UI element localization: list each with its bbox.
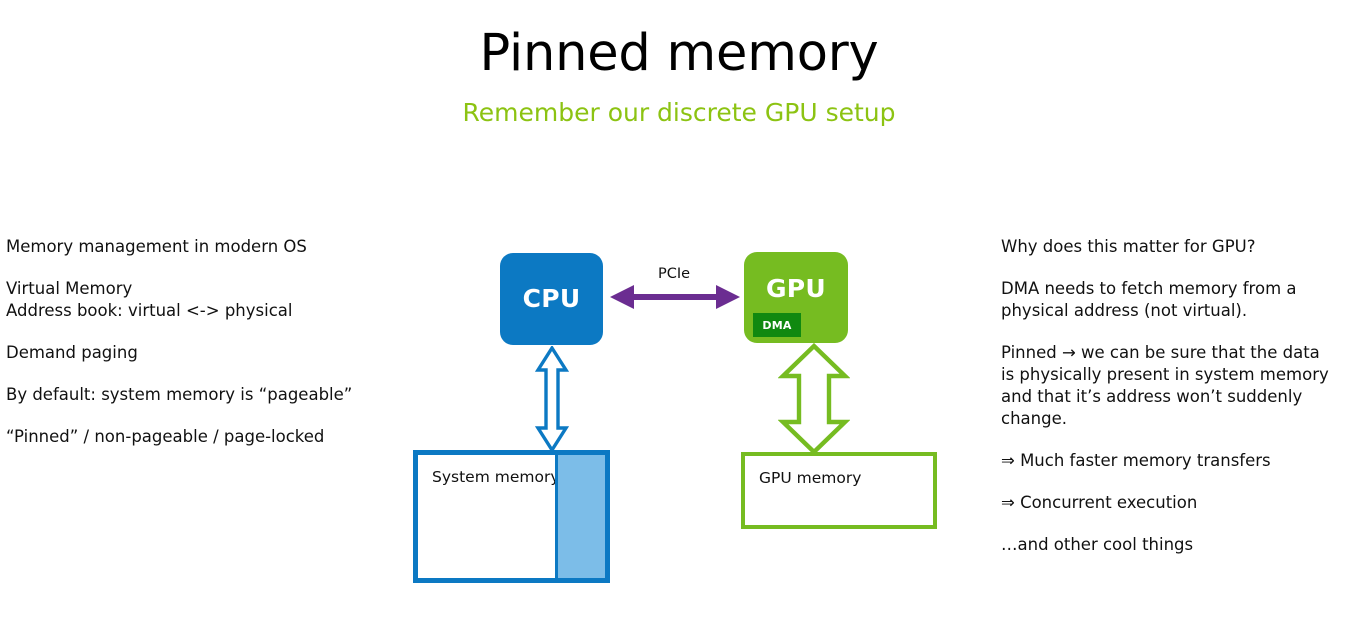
text-line: is physically present in system memory [1001, 365, 1329, 384]
text-line: …and other cool things [1001, 535, 1194, 554]
text-line: Demand paging [6, 343, 138, 362]
right-paragraph: Why does this matter for GPU? [1001, 236, 1351, 258]
gpu-memory-block[interactable]: GPU memory [741, 452, 937, 529]
left-paragraph: Virtual Memory Address book: virtual <->… [6, 278, 391, 322]
pcie-double-arrow-icon [610, 285, 740, 309]
gpu-label: GPU [765, 274, 827, 303]
right-paragraph: …and other cool things [1001, 534, 1351, 556]
text-line: Pinned → we can be sure that the data [1001, 343, 1320, 362]
gpu-memory-double-arrow-icon [778, 343, 850, 455]
text-line: “Pinned” / non-pageable / page-locked [6, 427, 325, 446]
left-text-column: Memory management in modern OS Virtual M… [6, 236, 391, 448]
cpu-label: CPU [522, 283, 581, 313]
text-line: change. [1001, 409, 1067, 428]
system-memory-block[interactable]: System memory [413, 450, 610, 583]
right-paragraph: Pinned → we can be sure that the data is… [1001, 342, 1351, 430]
page-subtitle: Remember our discrete GPU setup [462, 98, 896, 127]
text-line: By default: system memory is “pageable” [6, 385, 353, 404]
text-line: and that it’s address won’t suddenly [1001, 387, 1303, 406]
pinned-memory-region[interactable] [555, 455, 605, 578]
right-text-column: Why does this matter for GPU? DMA needs … [1001, 236, 1351, 556]
left-paragraph: Memory management in modern OS [6, 236, 391, 258]
right-paragraph: DMA needs to fetch memory from a physica… [1001, 278, 1351, 322]
right-paragraph: ⇒ Much faster memory transfers [1001, 450, 1351, 472]
left-paragraph: “Pinned” / non-pageable / page-locked [6, 426, 391, 448]
text-line: ⇒ Much faster memory transfers [1001, 451, 1271, 470]
system-memory-label: System memory [432, 468, 560, 486]
text-line: Virtual Memory [6, 279, 133, 298]
dma-label: DMA [762, 318, 792, 332]
right-paragraph: ⇒ Concurrent execution [1001, 492, 1351, 514]
page-title: Pinned memory [479, 24, 879, 83]
text-line: Memory management in modern OS [6, 237, 307, 256]
text-line: DMA needs to fetch memory from a [1001, 279, 1297, 298]
text-line: ⇒ Concurrent execution [1001, 493, 1198, 512]
cpu-memory-double-arrow-icon [534, 346, 570, 452]
text-line: physical address (not virtual). [1001, 301, 1248, 320]
text-line: Address book: virtual <-> physical [6, 301, 293, 320]
pcie-label: PCIe [657, 266, 691, 282]
text-line: Why does this matter for GPU? [1001, 237, 1256, 256]
dma-engine-badge[interactable]: DMA [753, 313, 801, 337]
left-paragraph: By default: system memory is “pageable” [6, 384, 391, 406]
cpu-node[interactable]: CPU [500, 253, 603, 345]
gpu-memory-label: GPU memory [759, 469, 862, 487]
left-paragraph: Demand paging [6, 342, 391, 364]
